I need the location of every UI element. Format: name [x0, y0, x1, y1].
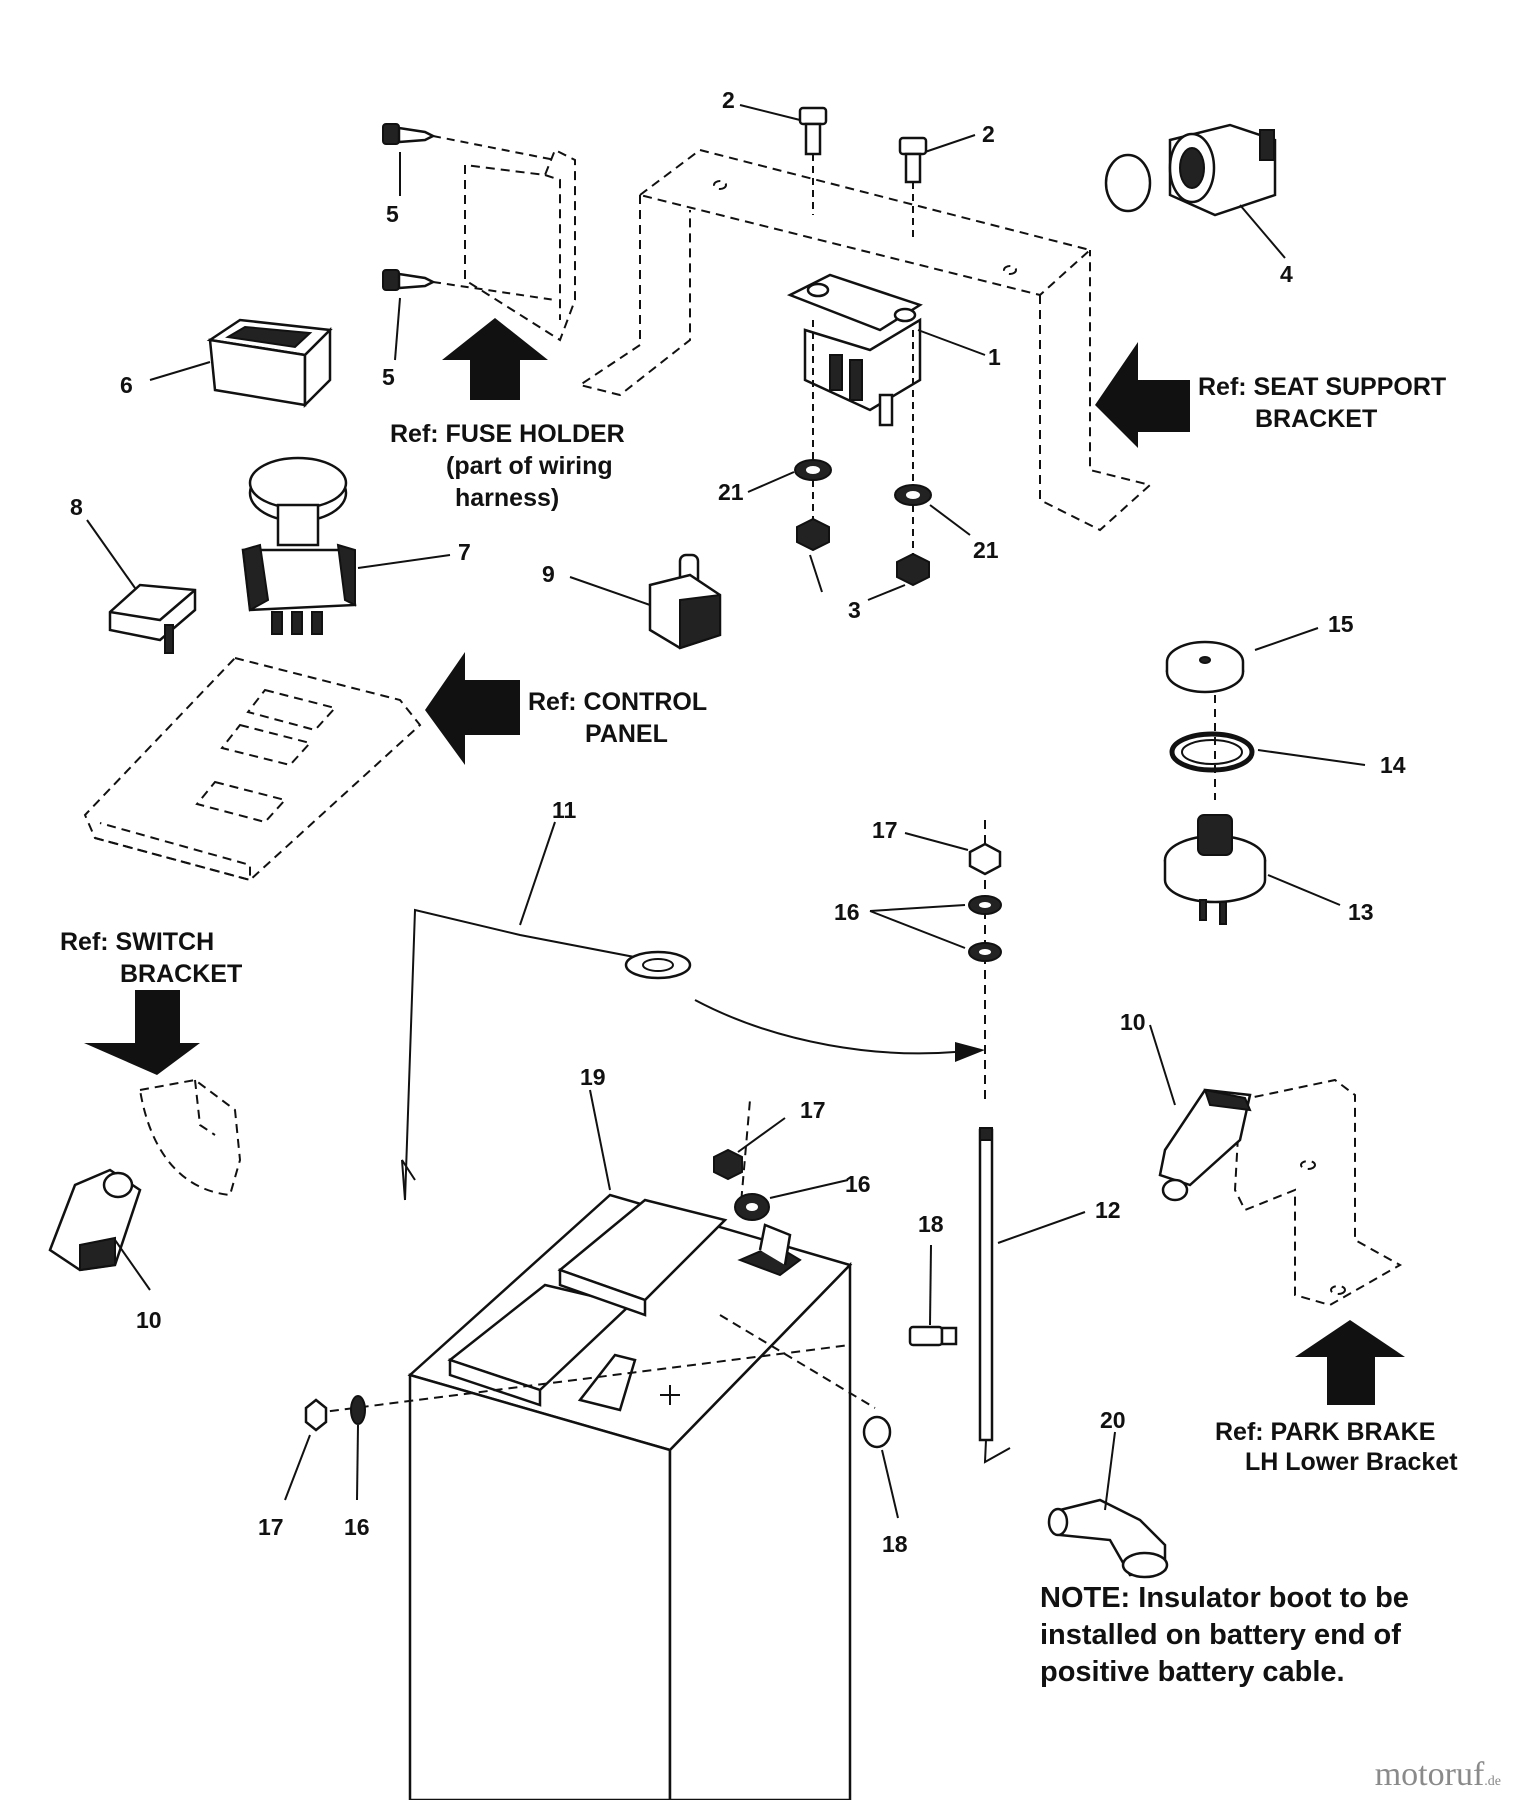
leader-lines — [86, 104, 1366, 1519]
switch-bracket-ref-line2: BRACKET — [120, 960, 242, 988]
note-line-2: installed on battery end of — [1040, 1619, 1401, 1651]
callout-21-right: 21 — [973, 537, 999, 563]
callout-7: 7 — [458, 539, 471, 565]
watermark-main: motoruf — [1374, 1756, 1485, 1793]
switch-cover — [108, 583, 197, 654]
callout-5-bottom: 5 — [382, 364, 395, 390]
park-brake-ref-line2: LH Lower Bracket — [1245, 1448, 1458, 1476]
fuse-holder-ref-line1: Ref: FUSE HOLDER — [390, 420, 625, 448]
ref-labels: Ref: FUSE HOLDER (part of wiring harness… — [60, 373, 1458, 1476]
callout-20: 20 — [1100, 1407, 1126, 1433]
bolt-18-bottom — [862, 1415, 892, 1449]
callout-2-right: 2 — [982, 121, 995, 147]
park-brake-bracket — [1233, 1078, 1403, 1307]
callout-17-battery-top: 17 — [800, 1097, 826, 1123]
callout-21-left: 21 — [718, 479, 744, 505]
control-panel-ref-arrow — [425, 652, 520, 765]
washer-16-post-b — [968, 942, 1002, 962]
battery-cable — [401, 908, 692, 1201]
callout-5-top: 5 — [386, 201, 399, 227]
washer-16-battery-top — [734, 1193, 770, 1221]
callout-3: 3 — [848, 597, 861, 623]
callout-10-right: 10 — [1120, 1009, 1146, 1035]
note-line-3: positive battery cable. — [1040, 1656, 1345, 1688]
park-brake-ref-arrow — [1295, 1320, 1405, 1405]
rocker-switch — [206, 318, 333, 409]
callout-15: 15 — [1328, 611, 1354, 637]
callout-11: 11 — [552, 797, 577, 823]
battery — [407, 1193, 853, 1800]
watermark-suffix: .de — [1484, 1774, 1501, 1789]
power-outlet — [1104, 123, 1277, 217]
control-panel — [83, 656, 422, 882]
callout-19: 19 — [580, 1064, 606, 1090]
washer-21-right — [894, 484, 932, 506]
switch-bracket-ref-arrow — [84, 990, 200, 1075]
callout-1: 1 — [988, 344, 1001, 370]
switch-bracket — [138, 1078, 242, 1197]
washer-16-battery-left — [350, 1395, 366, 1425]
fuse-holder — [464, 148, 576, 342]
callout-12: 12 — [1095, 1197, 1121, 1223]
control-panel-ref-line2: PANEL — [585, 720, 668, 748]
solenoid — [786, 273, 923, 485]
ignition-switch — [1163, 814, 1267, 925]
watermark-logo: motoruf.de — [1375, 1756, 1501, 1794]
pto-switch — [241, 456, 357, 635]
bolt-2-right — [898, 136, 928, 240]
brake-switch-10-right — [1158, 1088, 1252, 1202]
bolt-18-right — [908, 1325, 958, 1347]
seat-support-bracket — [577, 148, 1153, 532]
callout-18-right: 18 — [918, 1211, 944, 1237]
insulator-boot — [1047, 1498, 1169, 1579]
washer-16-post-a — [968, 895, 1002, 915]
nut-17-post — [968, 842, 1002, 876]
bolt-2-left — [798, 106, 828, 215]
nut-17-battery-left — [304, 1398, 328, 1432]
callout-17-post: 17 — [872, 817, 898, 843]
ignition-nut-ring — [1169, 731, 1255, 773]
control-panel-ref-line1: Ref: CONTROL — [528, 688, 707, 716]
ignition-cap — [1165, 640, 1245, 694]
seat-support-ref-line1: Ref: SEAT SUPPORT — [1198, 373, 1446, 401]
switch-bracket-ref-line1: Ref: SWITCH — [60, 928, 214, 956]
callout-18-bottom: 18 — [882, 1531, 908, 1557]
screw-5-top — [382, 123, 556, 161]
callout-9: 9 — [542, 561, 555, 587]
callout-16-battery-left: 16 — [344, 1514, 370, 1540]
nut-3-left — [796, 517, 830, 552]
callout-16-post: 16 — [834, 899, 860, 925]
nut-17-battery-top — [713, 1148, 743, 1181]
callout-13: 13 — [1348, 899, 1374, 925]
washer-21-left — [794, 459, 832, 481]
insulator-note: NOTE: Insulator boot to be installed on … — [1040, 1580, 1500, 1691]
screw-5-bottom — [382, 269, 556, 301]
callout-2-left: 2 — [722, 87, 735, 113]
fuse-holder-ref-line3: harness) — [455, 484, 559, 512]
callout-8: 8 — [70, 494, 83, 520]
callout-16-battery-top: 16 — [845, 1171, 871, 1197]
callout-4: 4 — [1280, 261, 1293, 287]
park-brake-ref-line1: Ref: PARK BRAKE — [1215, 1418, 1435, 1446]
nut-3-right — [896, 552, 930, 587]
battery-post-rod — [978, 880, 1011, 1464]
note-line-1: NOTE: Insulator boot to be — [1040, 1582, 1409, 1614]
fuse-holder-ref-line2: (part of wiring — [446, 452, 613, 480]
callout-14: 14 — [1380, 752, 1406, 778]
callout-17-battery-left: 17 — [258, 1514, 284, 1540]
interlock-switch-9 — [648, 553, 722, 650]
callout-10-left: 10 — [136, 1307, 162, 1333]
fuse-holder-ref-arrow — [442, 318, 548, 400]
seat-support-ref-arrow — [1095, 342, 1190, 448]
callout-6: 6 — [120, 372, 133, 398]
seat-support-ref-line2: BRACKET — [1255, 405, 1377, 433]
callout-labels: 2 2 4 5 5 6 1 7 8 9 21 21 3 15 14 13 17 … — [70, 87, 1406, 1557]
